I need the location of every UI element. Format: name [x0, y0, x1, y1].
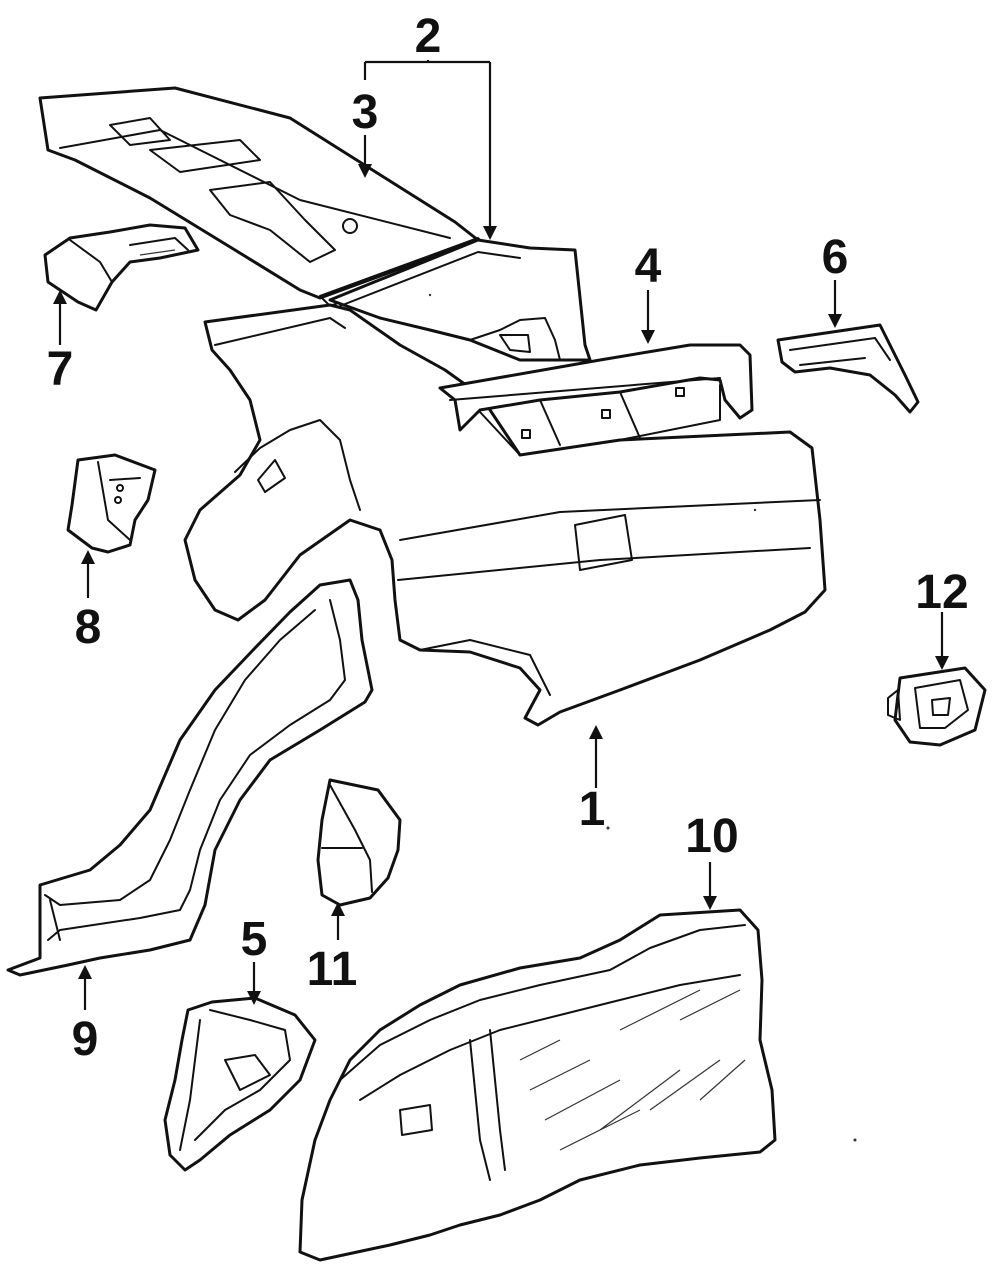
callout-4: 4	[635, 240, 662, 293]
part-8-bracket	[66, 453, 157, 554]
callout-3: 3	[352, 86, 379, 139]
part-12-fuel-door-pocket	[887, 666, 987, 747]
part-7-bracket	[43, 223, 200, 312]
callout-10: 10	[685, 810, 738, 863]
leader-lines	[53, 60, 949, 1010]
callout-5: 5	[241, 913, 268, 966]
part-1-quarter-panel	[183, 303, 827, 727]
callout-12: 12	[915, 566, 968, 619]
callout-11: 11	[307, 943, 358, 996]
part-10-inner-wheelhouse	[298, 908, 777, 1262]
callout-1: 1	[579, 783, 606, 836]
part-5-inner-panel	[163, 996, 317, 1172]
part-6-bracket	[776, 323, 920, 414]
part-2-pillar-region	[328, 238, 592, 362]
callout-2: 2	[415, 10, 442, 63]
part-3-upper-panel	[38, 86, 489, 307]
part-11-bracket	[316, 778, 402, 907]
callout-8: 8	[75, 601, 102, 654]
callout-7: 7	[47, 343, 74, 396]
callout-6: 6	[822, 231, 849, 284]
callout-9: 9	[72, 1013, 99, 1066]
scan-specks	[428, 293, 857, 1142]
callout-labels: 2 3 4 6 7 8 12 1 10 5 11 9	[47, 10, 969, 1066]
part-4-rear-rail	[438, 343, 754, 456]
part-9-outer-wheelhouse	[6, 578, 374, 977]
